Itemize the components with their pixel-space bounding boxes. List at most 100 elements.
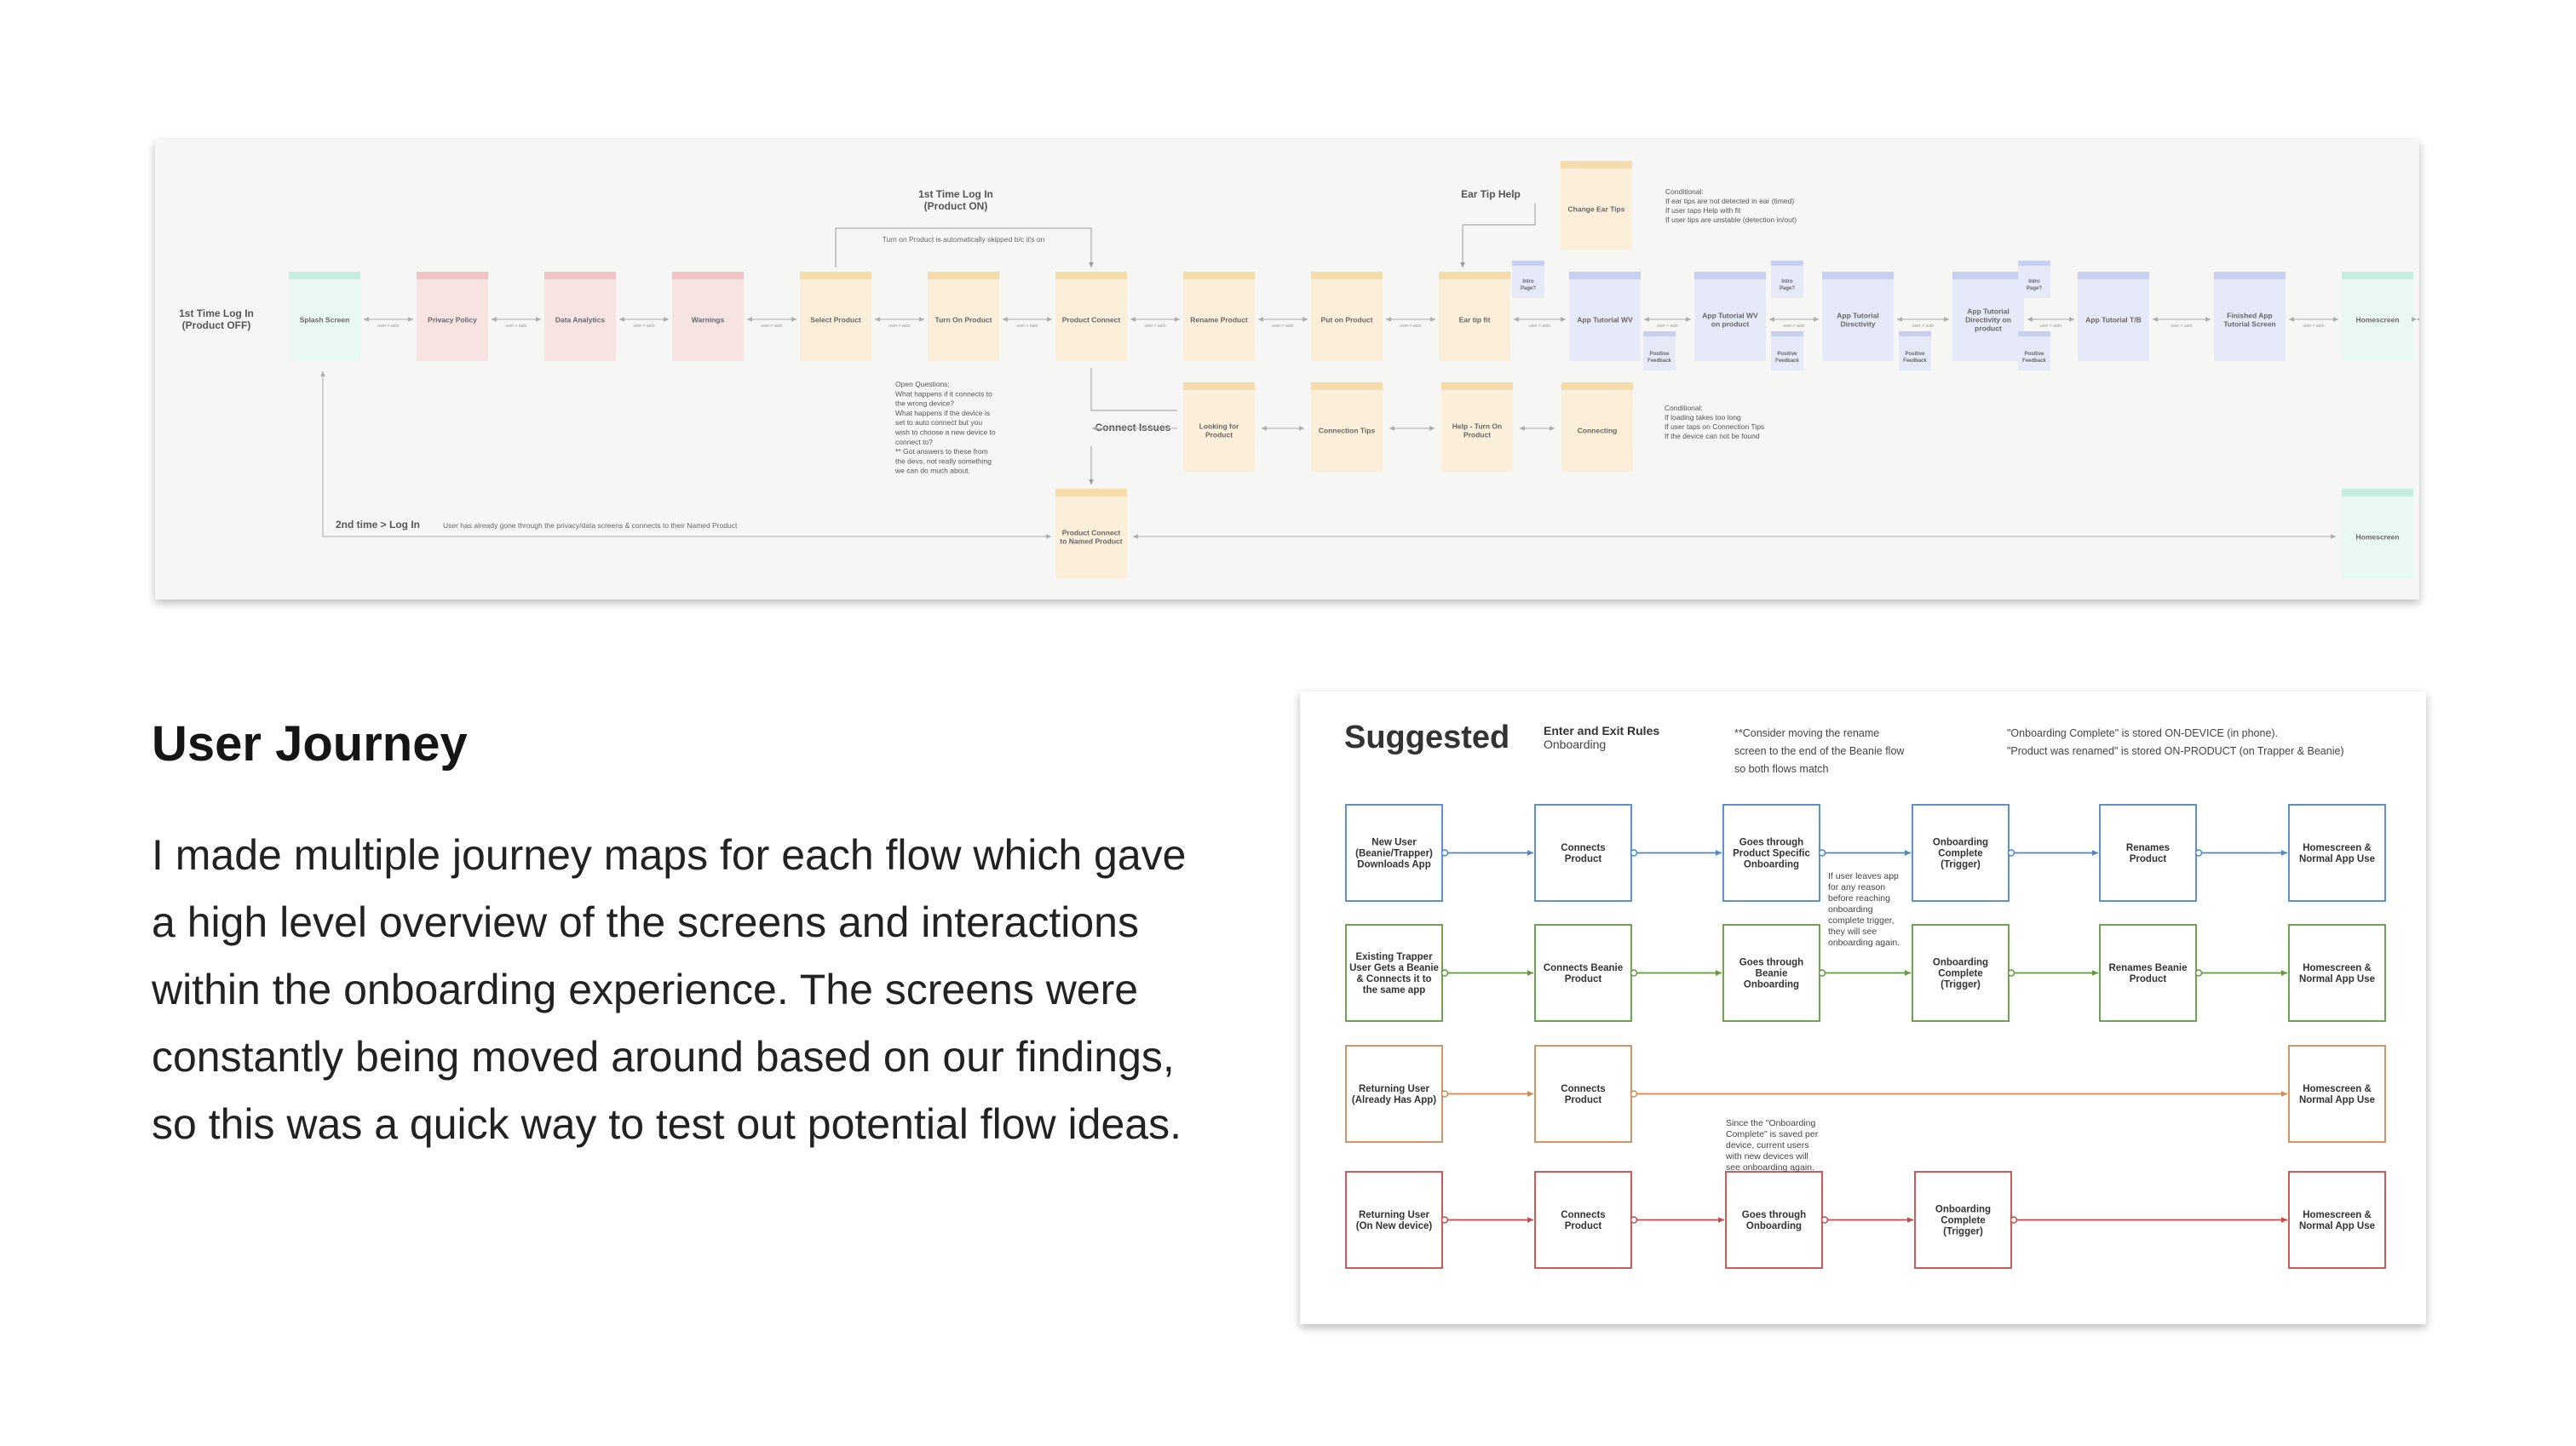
edge-label: user > auto [1016, 324, 1038, 329]
arrowhead [2417, 317, 2422, 322]
section-description: I made multiple journey maps for each fl… [152, 831, 1187, 1148]
screen-card [1441, 382, 1513, 472]
text-line: Page? [2027, 286, 2042, 291]
arrowhead [1175, 317, 1180, 322]
flow-box [1534, 1045, 1632, 1143]
screen-label: Select Product [810, 315, 861, 324]
screen-card [2078, 272, 2149, 361]
feedback-bg [1899, 331, 1931, 370]
screen-card-header [544, 272, 616, 279]
text-line: Complete [1938, 849, 1982, 859]
text-line: onboarding again. [1828, 938, 1900, 948]
text-line: Returning User [1359, 1210, 1430, 1220]
connector-dot [1630, 1216, 1638, 1224]
text-line: "Product was renamed" is stored ON-PRODU… [2007, 745, 2344, 757]
connector-dot [2194, 969, 2203, 977]
text-line: Onboarding [1933, 958, 1988, 968]
screen-card-header [672, 272, 744, 279]
text-line: Enter and Exit Rules [1544, 724, 1659, 737]
text-line: (Already Has App) [1352, 1095, 1436, 1105]
feedback-header [1899, 331, 1931, 336]
screen-card [1055, 489, 1127, 578]
screen-4: Select Product [800, 272, 871, 361]
text-line: 1st Time Log In [918, 188, 993, 200]
connector-dot [1818, 969, 1826, 977]
second-login-note: User has already gone through the privac… [443, 521, 738, 530]
screen-6: Product Connect [1055, 272, 1127, 361]
arrowhead [2092, 850, 2098, 856]
text-line: Positive [1905, 352, 1925, 357]
text-line: the wrong device? [895, 399, 954, 408]
change-ear-tips-card: Change Ear Tips [1561, 161, 1632, 250]
text-line: If user tips are unstable (detection in/… [1665, 215, 1797, 224]
screen-card-header [1569, 272, 1641, 279]
text-line: Turn on Product is automatically skipped… [883, 235, 1045, 244]
flow-box [2099, 804, 2197, 902]
text-line: Suggested [1344, 720, 1509, 755]
arrowhead [1429, 426, 1435, 431]
open-questions-note: Open Questions:What happens if it connec… [894, 380, 996, 475]
arrowhead [747, 317, 752, 322]
screen-card [672, 272, 744, 361]
arrowhead [1897, 317, 1902, 322]
text-line: Product [1205, 430, 1233, 439]
intro-page-header [1512, 261, 1544, 266]
arrowhead [1769, 317, 1774, 322]
text-line: "Onboarding Complete" is stored ON-DEVIC… [2007, 727, 2278, 739]
text-line: **Consider moving the rename [1734, 727, 1879, 739]
text-line: Warnings [692, 315, 725, 324]
text-line: Product [2130, 854, 2167, 864]
screen-16: Homescreen [2342, 272, 2413, 361]
arrowhead [1686, 317, 1691, 322]
feedback-bg [1643, 331, 1676, 370]
arrowhead [1089, 262, 1094, 267]
screen-label: Homescreen [2355, 315, 2399, 324]
text-line: Since the "Onboarding [1726, 1118, 1815, 1128]
arrowhead [1514, 317, 1519, 322]
text-line: Product Connect [1062, 528, 1121, 537]
text-line: Change Ear Tips [1568, 204, 1625, 213]
screen-card-header [1952, 272, 2024, 279]
text-line: If user taps on Connection Tips [1665, 422, 1764, 431]
text-line: Connecting [1578, 426, 1618, 434]
text-line: Homescreen [2355, 532, 2399, 541]
text-line: user > auto [1912, 324, 1934, 329]
text-line: wish to choose a new device to [894, 428, 996, 437]
text-line: user > auto [888, 324, 910, 329]
text-line: App Tutorial T/B [2085, 315, 2141, 324]
arrowhead [1814, 317, 1819, 322]
flow-box [1345, 1171, 1443, 1269]
text-line: set to auto connect but you [895, 418, 982, 427]
text-line: user > auto [505, 324, 526, 329]
ear-tip-help-label: Ear Tip Help [1461, 188, 1521, 200]
edge-label: user > auto [888, 324, 910, 329]
text-line: Product [1463, 430, 1491, 439]
text-line: Conditional: [1665, 187, 1704, 196]
screen-card [1183, 382, 1255, 472]
edge-label: user > auto [505, 324, 526, 329]
text-line: Returning User [1359, 1084, 1430, 1094]
screen-label: App Tutorial T/B [2085, 315, 2141, 324]
screen-card [800, 272, 871, 361]
text-line: Intro [1522, 279, 1534, 284]
text-line: (Product ON) [924, 200, 988, 212]
screen-card [1561, 161, 1632, 250]
suggested-title: Suggested [1344, 720, 1509, 755]
text-line: (Beanie/Trapper) [1355, 849, 1433, 859]
edge-label: user > auto [377, 324, 399, 329]
